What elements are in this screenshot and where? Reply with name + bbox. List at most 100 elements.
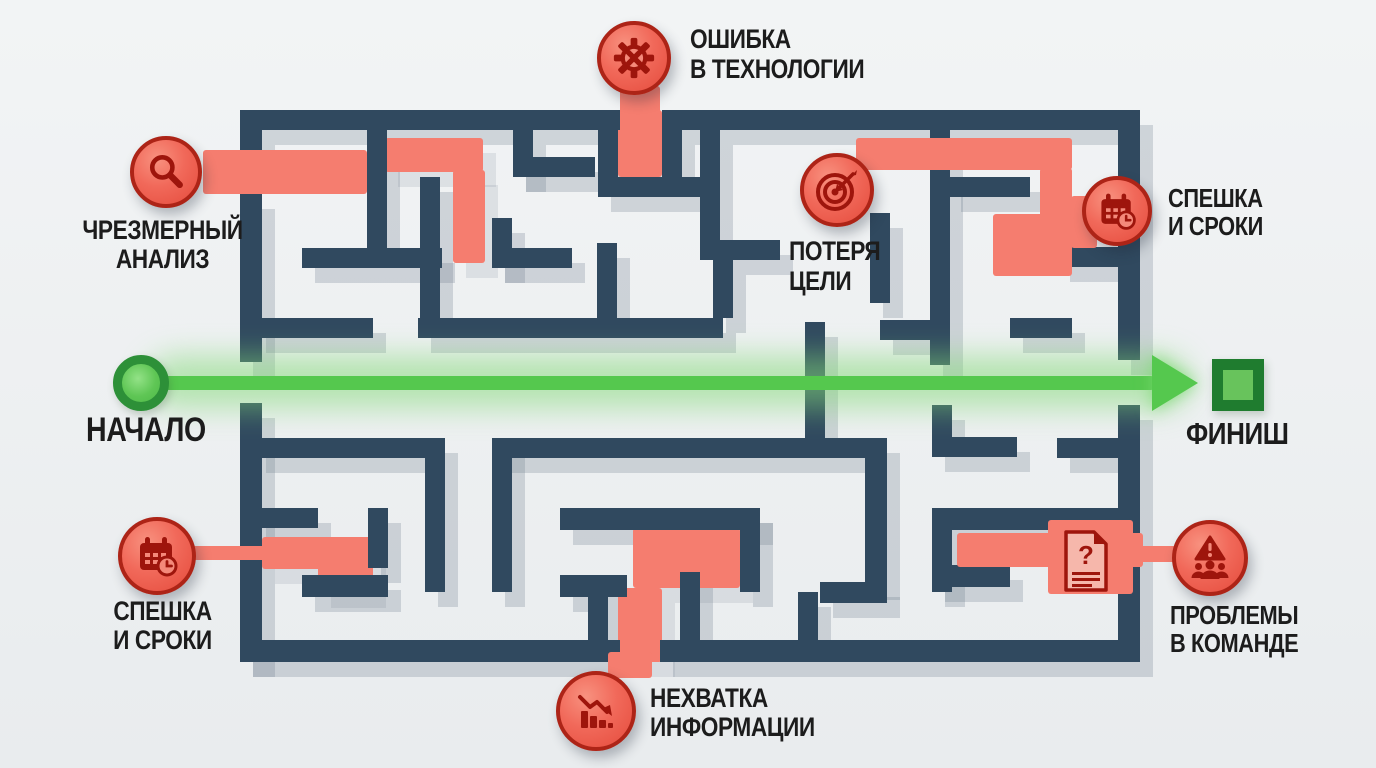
maze-wall [930,130,950,365]
maze-wall [598,177,702,197]
red-dead-end-path [618,110,662,177]
question-document-glyph: ? [1064,530,1108,592]
maze-wall [798,592,818,642]
maze-wall [492,218,512,268]
maze-wall [513,157,595,177]
team-warning-icon [1172,520,1248,596]
red-dead-end-path [203,150,367,194]
wall-shadow [611,145,631,192]
wall-shadow [945,580,1023,602]
label-line: СПЕШКА [113,596,212,626]
wall-shadow [505,233,525,283]
calendar-clock-glyph [1101,193,1136,230]
red-path-shadow [631,603,675,677]
maze-wall [240,640,620,662]
wall-shadow [601,612,621,657]
wall-shadow [380,145,400,263]
red-dead-end-path [620,86,660,114]
wall-shadow [713,145,733,255]
wall-shadow [610,258,630,333]
chart-down-glyph [578,695,613,728]
label-line: ПРОБЛЕМЫ [1170,600,1299,630]
label-line: ЧРЕЗМЕРНЫЙ [82,215,243,245]
maze-wall [560,508,760,530]
maze-wall [713,260,733,318]
wall-shadow [818,337,838,455]
label-line: ОШИБКА [690,24,791,54]
wall-shadow [945,545,965,607]
wall-shadow [611,192,715,212]
maze-wall [680,572,700,642]
maze-wall [597,243,617,318]
wall-shadow [253,418,275,677]
maze-wall [1118,405,1140,640]
red-path-shadow [398,153,496,187]
green-path-glow [148,356,1188,408]
wall-shadow [506,453,885,473]
label-line: ПОТЕРЯ [789,236,881,266]
wall-shadow [693,587,713,657]
maze-wall [560,575,627,597]
calendar-clock-glyph [140,537,178,577]
wall-shadow [943,145,963,380]
label-excessive-analysis: ЧРЕЗМЕРНЫЙ АНАЛИЗ [55,216,270,274]
red-path-shadow [331,580,386,608]
wall-shadow [438,473,458,607]
maze-wall [932,565,1010,587]
wall-shadow [945,523,1136,545]
wall-shadow [253,209,275,377]
red-path-shadow [466,185,498,278]
wall-shadow [753,523,773,607]
maze-wall [805,322,825,440]
label-finish: ФИНИШ [1186,417,1308,450]
wall-shadow [433,192,453,333]
maze-wall [240,403,262,662]
wall-shadow [675,145,695,192]
wall-shadow [505,263,585,283]
svg-text:?: ? [1078,540,1094,570]
label-team-problems: ПРОБЛЕМЫ В КОМАНДЕ [1170,601,1323,657]
wall-shadow [1131,420,1153,655]
wall-shadow [1070,453,1133,473]
green-path-line [160,376,1154,390]
maze-wall [700,240,780,260]
wall-shadow [713,255,793,275]
red-dead-end-path [1131,546,1176,562]
maze-wall [1057,247,1123,267]
maze-wall [492,438,512,592]
red-dead-end-path [856,138,1072,170]
label-line: ФИНИШ [1186,416,1289,451]
label-line: ЦЕЛИ [789,266,852,296]
label-line: В КОМАНДЕ [1170,628,1299,658]
label-goal-loss: ПОТЕРЯ ЦЕЛИ [789,236,898,296]
maze-wall [588,597,608,642]
maze-wall [368,508,388,568]
label-line: АНАЛИЗ [115,244,210,274]
maze-wall [932,530,952,592]
chart-down-icon [556,671,636,751]
wall-shadow [315,263,455,283]
label-information-lack: НЕХВАТКА ИНФОРМАЦИИ [650,684,846,742]
maze-wall [492,248,572,268]
label-line: ИНФОРМАЦИИ [650,712,815,742]
wall-shadow [315,590,401,612]
maze-wall [948,177,1030,197]
label-line: И СРОКИ [113,625,212,655]
maze-wall [660,640,1140,662]
label-line: НАЧАЛО [86,411,206,449]
wall-shadow [253,145,275,169]
red-dead-end-path [633,528,740,588]
maze-wall [820,582,887,603]
maze-wall [367,130,387,248]
wall-shadow [945,452,1030,472]
wall-shadow [673,655,1153,677]
maze-wall [253,508,318,528]
red-dead-end-path [1040,168,1072,218]
wall-shadow [505,453,525,607]
red-dead-end-path [262,537,373,569]
question-document-icon: ? [1062,530,1110,592]
maze-wall [880,320,935,340]
red-dead-end-path [318,565,373,593]
